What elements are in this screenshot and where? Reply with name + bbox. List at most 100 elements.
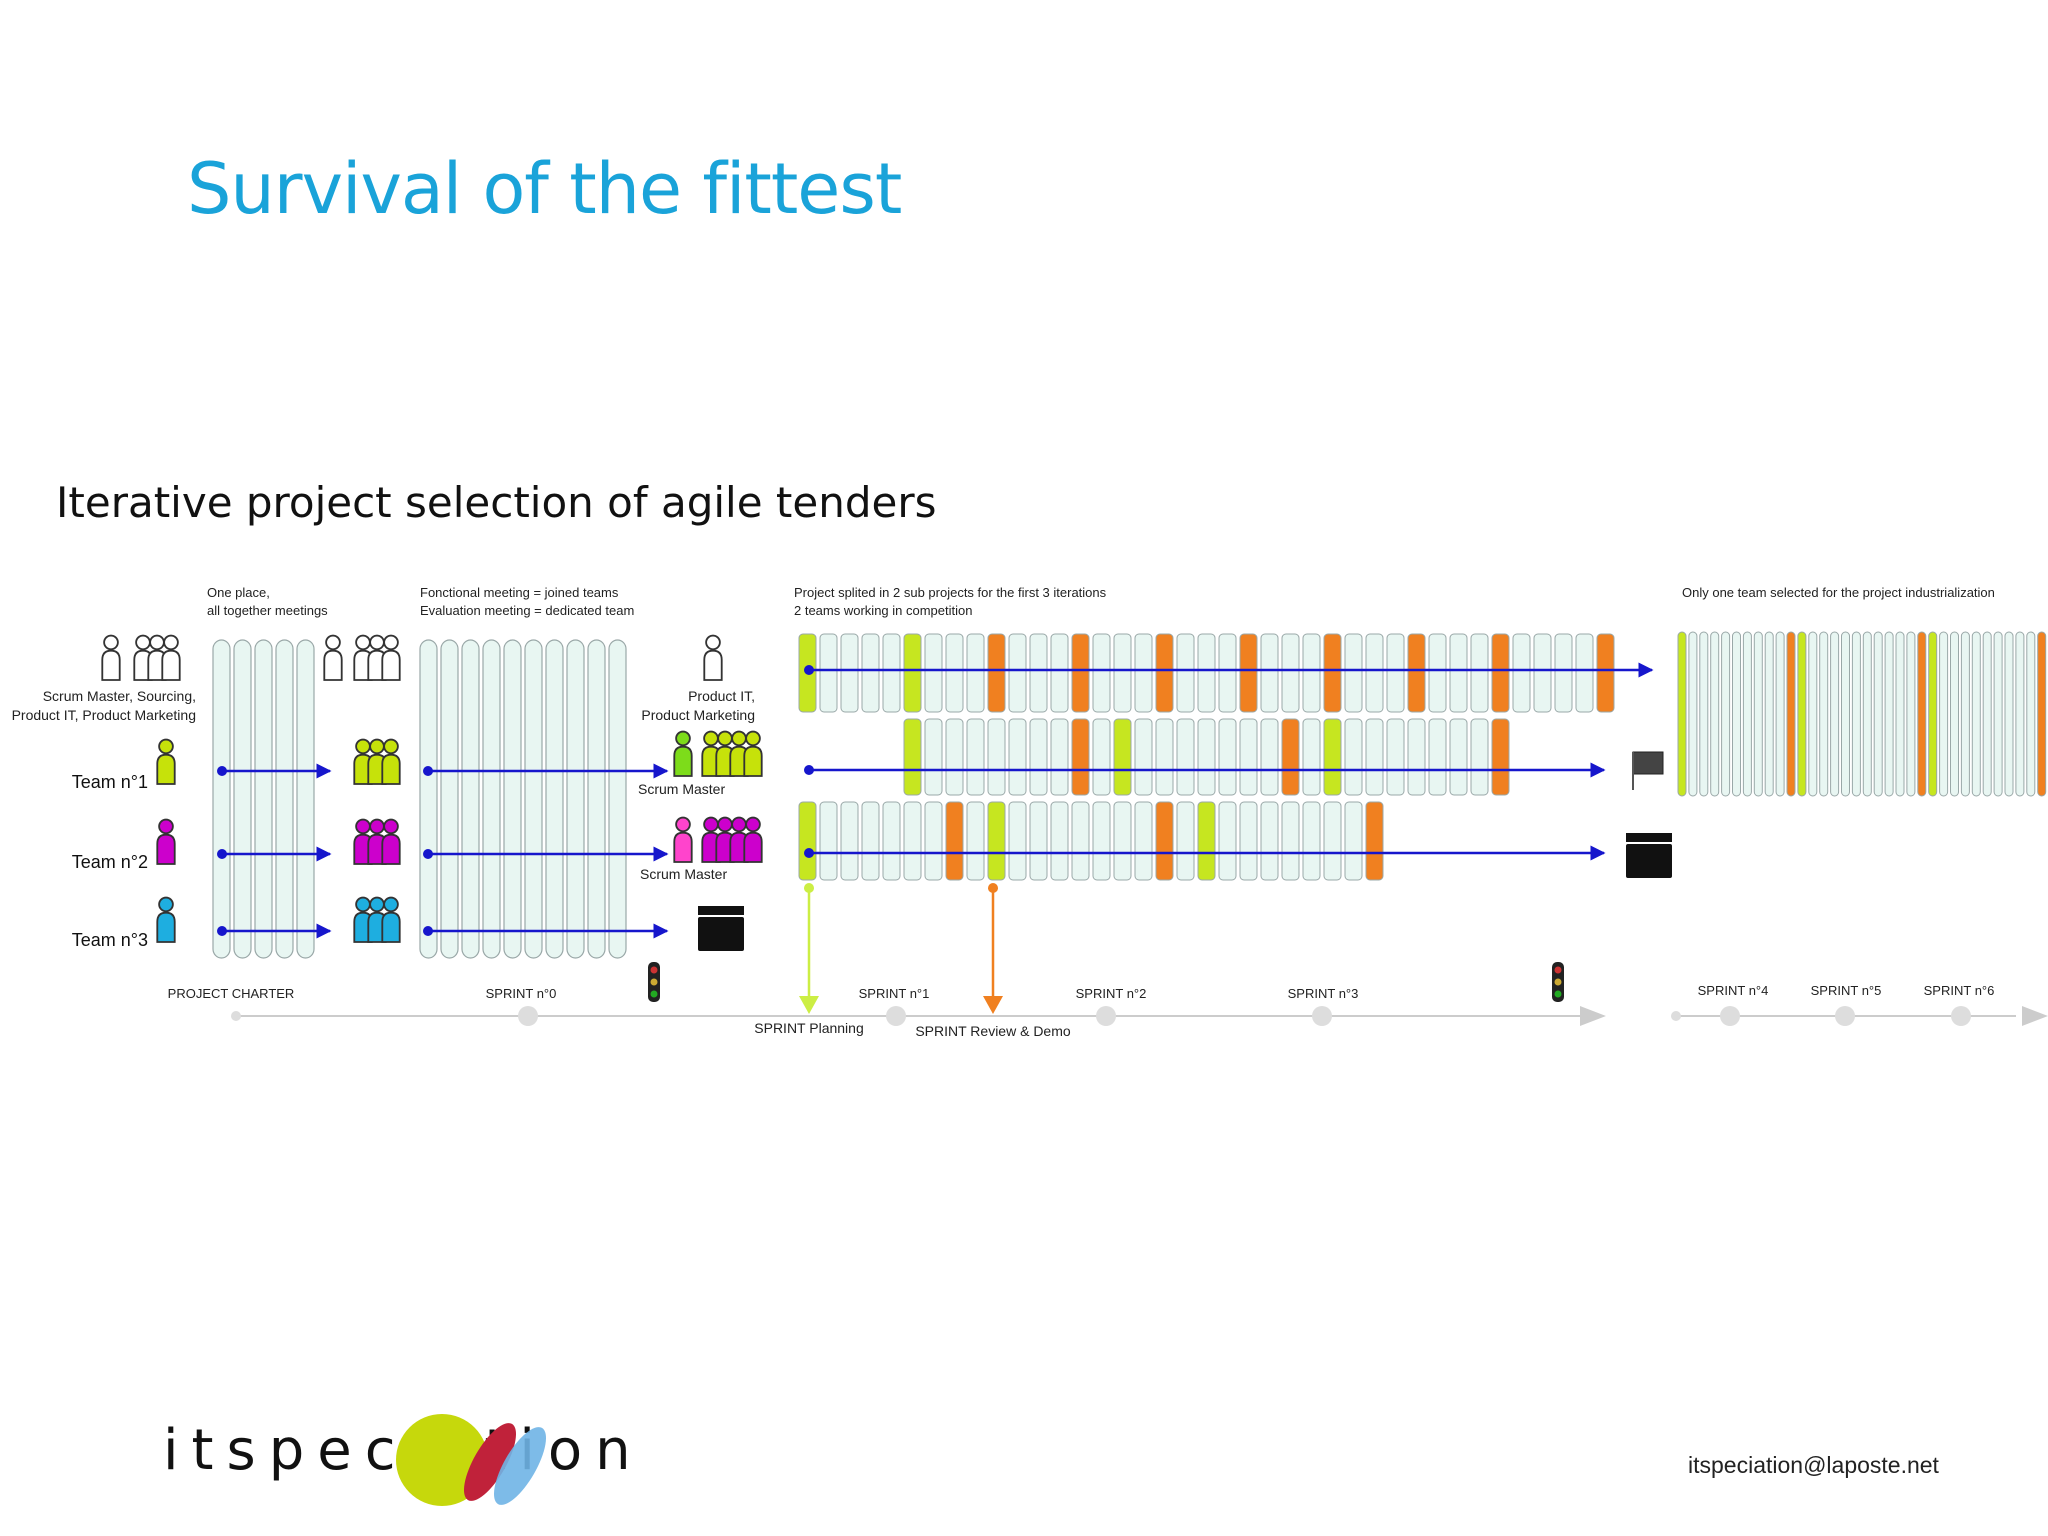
sprint-cell: [1071, 718, 1090, 796]
industrialization-column: [1862, 631, 1872, 797]
timeline-node: [231, 1011, 241, 1021]
timeline-node: [1835, 1006, 1855, 1026]
sprint-cell: [1239, 633, 1258, 713]
sprint-cell: [798, 801, 817, 881]
meeting-column: [566, 639, 585, 959]
traffic-light-amber: [1554, 978, 1562, 986]
sprint-cell: [1428, 633, 1447, 713]
logo-red-leaf: [464, 1423, 516, 1501]
timeline-node: [1312, 1006, 1332, 1026]
meeting-column: [296, 639, 315, 959]
team-2-group-icon: [381, 818, 401, 865]
product-roles-label-1: Product IT,: [688, 688, 755, 704]
sprint-cell: [1134, 633, 1153, 713]
industrialization-column: [1982, 631, 1992, 797]
clapperboard-icon: [698, 917, 744, 951]
sprint-cell: [819, 801, 838, 881]
meeting-column: [524, 639, 543, 959]
person-icon: [101, 634, 121, 681]
sprint-cell: [1554, 633, 1573, 713]
sprint-cell: [903, 718, 922, 796]
sprint-cell: [1029, 633, 1048, 713]
logo-wordmark: itspeciation: [163, 1418, 644, 1483]
industrialization-column: [1895, 631, 1905, 797]
phase1-note-1: One place,: [207, 585, 270, 600]
sprint-cell: [1050, 718, 1069, 796]
logo-mark: [396, 1414, 546, 1506]
industrialization-column: [1928, 631, 1938, 797]
sprint-cell: [1596, 633, 1615, 713]
stage-sprint-1: SPRINT n°1: [859, 986, 930, 1001]
sprint-cell: [1344, 718, 1363, 796]
sprint-cell: [903, 633, 922, 713]
team-1b-sprint-arrow-start: [804, 765, 814, 775]
sprint-cell: [1176, 718, 1195, 796]
industrialization-column: [1841, 631, 1850, 797]
sprint-cell: [1008, 718, 1027, 796]
sprint-cell: [1281, 633, 1300, 713]
sprint-cell: [1512, 633, 1531, 713]
person-icon: [323, 634, 343, 681]
meeting-column: [608, 639, 627, 959]
phase2-note-2: Evaluation meeting = dedicated team: [420, 603, 634, 618]
team-3-icon: [156, 896, 176, 943]
industrialization-column: [1819, 631, 1829, 797]
meeting-column: [545, 639, 564, 959]
industrialization-column: [1710, 631, 1720, 797]
scrum-master-label-1: Scrum Master: [638, 781, 725, 797]
industrialization-column: [1950, 631, 1959, 797]
team-2-sprint-arrow-start: [804, 848, 814, 858]
sprint-cell: [1008, 633, 1027, 713]
industrialization-column: [2037, 631, 2047, 797]
stage-sprint-2: SPRINT n°2: [1076, 986, 1147, 1001]
team-1-sprint-arrow-start: [804, 665, 814, 675]
sprint-cell: [1071, 801, 1090, 881]
industrialization-column: [1906, 631, 1916, 797]
end-label-team-2: THE END: [1664, 853, 1708, 864]
clapperboard-top: [1626, 833, 1672, 842]
team-3-arrow-start: [423, 926, 433, 936]
timeline-node: [1096, 1006, 1116, 1026]
sprint-planning-label: SPRINT Planning: [754, 1020, 863, 1036]
team-1-icon: [156, 738, 176, 785]
industrialization-column: [1830, 631, 1840, 797]
stage-project-charter: PROJECT CHARTER: [168, 986, 295, 1001]
sprint-cell: [1281, 801, 1300, 881]
sprint-cell: [1008, 801, 1027, 881]
sprint-cell: [945, 633, 964, 713]
traffic-light-green: [650, 990, 658, 998]
slide-title: Survival of the fittest: [187, 148, 902, 230]
team-2-group-icon: [743, 816, 763, 863]
phase3-note-2: 2 teams working in competition: [794, 603, 972, 618]
team-3-arrow-start: [217, 926, 227, 936]
sprint-cell: [1386, 633, 1405, 713]
industrialization-column: [1732, 631, 1741, 797]
product-roles-label-2: Product Marketing: [641, 707, 755, 723]
traffic-light-red: [1554, 966, 1562, 974]
industrialization-column: [1808, 631, 1818, 797]
sprint-cell: [987, 801, 1006, 881]
contact-email: itspeciation@laposte.net: [1688, 1452, 1939, 1478]
industrialization-column: [1764, 631, 1774, 797]
sprint-cell: [1449, 633, 1468, 713]
team-2-icon: [156, 818, 176, 865]
industrialization-column: [2026, 631, 2036, 797]
sprint-cell: [1470, 633, 1489, 713]
meeting-column: [440, 639, 459, 959]
sprint-cell: [1050, 801, 1069, 881]
sprint-cell: [987, 718, 1006, 796]
sprint-cell: [1155, 633, 1174, 713]
sprint-cell: [1092, 801, 1111, 881]
industrialization-column: [1721, 631, 1731, 797]
industrialization-column: [1917, 631, 1927, 797]
sprint-cell: [1218, 718, 1237, 796]
planning-arrow-start: [804, 883, 814, 893]
sprint-cell: [966, 801, 985, 881]
sprint-cell: [1239, 718, 1258, 796]
timeline-node: [1671, 1011, 1681, 1021]
sprint-cell: [1281, 718, 1300, 796]
sprint-cell: [987, 633, 1006, 713]
group-icon: [381, 634, 401, 681]
industrialization-column: [1873, 631, 1883, 797]
industrialization-column: [1797, 631, 1807, 797]
